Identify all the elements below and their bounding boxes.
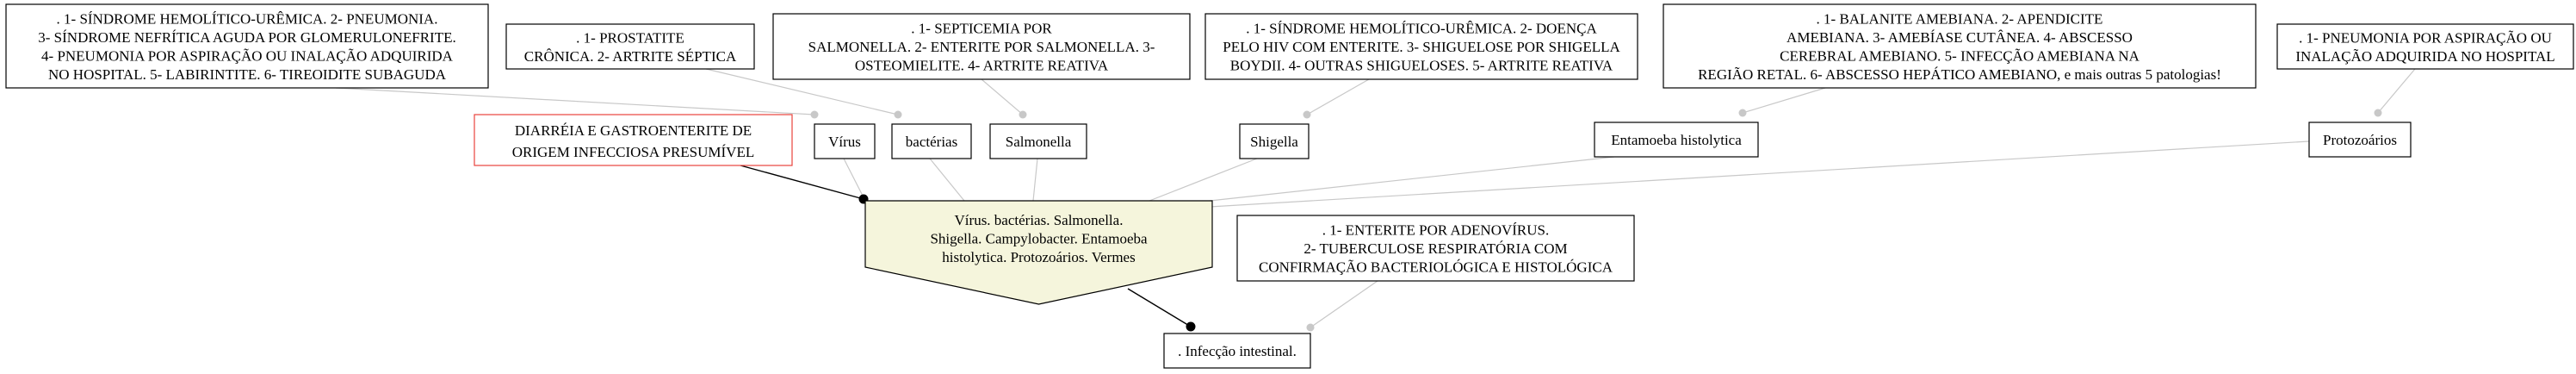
virus-notes-frame xyxy=(5,3,489,89)
central-node[interactable]: Vírus. bactérias. Salmonella. Shigella. C… xyxy=(864,200,1213,305)
central-to-outcome-connector-dot xyxy=(1186,321,1196,332)
edges-layer xyxy=(335,68,2416,332)
central-to-outcome-connector xyxy=(1127,288,1192,327)
outcome-notes[interactable]: . 1- ENTERITE POR ADENOVÍRUS.2- TUBERCUL… xyxy=(1236,215,1635,282)
entamoeba-notes-connector xyxy=(1742,87,1826,114)
shigella-to-central-connector xyxy=(1149,158,1258,202)
shigella-notes-line: PELO HIV COM ENTERITE. 3- SHIGUELOSE POR… xyxy=(1223,39,1620,55)
central-node-line: Shigella. Campylobacter. Entamoeba xyxy=(930,231,1148,247)
protozoarios-notes-line: INALAÇÃO ADQUIRIDA NO HOSPITAL xyxy=(2295,48,2554,65)
salmonella-notes-connector xyxy=(981,78,1024,115)
title-node-frame xyxy=(474,114,793,166)
bacterias-notes[interactable]: . 1- PROSTATITE CRÔNICA. 2- ARTRITE SÉPTI… xyxy=(505,23,755,70)
outcome-node-frame xyxy=(1163,333,1311,369)
entamoeba-notes-line: AMEBIANA. 3- AMEBÍASE CUTÂNEA. 4- ABSCES… xyxy=(1786,29,2133,46)
agent-bacterias[interactable]: bactérias xyxy=(891,123,972,159)
virus-notes-connector-dot xyxy=(810,110,819,119)
bacterias-notes-line: CRÔNICA. 2- ARTRITE SÉPTICA xyxy=(524,48,737,65)
central-node-line: histolytica. Protozoários. Vermes xyxy=(942,249,1135,265)
salmonella-notes-connector-dot xyxy=(1019,110,1027,119)
agent-salmonella-line: Salmonella xyxy=(1006,134,1072,150)
outcome-notes-frame xyxy=(1236,215,1635,282)
agent-protozoarios[interactable]: Protozoários xyxy=(2308,122,2412,158)
entamoeba-notes[interactable]: . 1- BALANITE AMEBIANA. 2- APENDICITE AME… xyxy=(1663,3,2257,89)
salmonella-notes-frame xyxy=(772,13,1191,80)
agent-entamoeba-frame xyxy=(1594,122,1759,158)
bacterias-notes-connector-dot xyxy=(894,110,902,119)
entamoeba-to-central-connector xyxy=(1209,156,1615,202)
agent-entamoeba[interactable]: Entamoeba histolytica xyxy=(1594,122,1759,158)
protozoarios-notes-line: . 1- PNEUMONIA POR ASPIRAÇÃO OU xyxy=(2299,29,2552,46)
agent-bacterias-frame xyxy=(891,123,972,159)
central-node-shape xyxy=(864,200,1213,305)
central-node-line: Vírus. bactérias. Salmonella. xyxy=(955,212,1124,228)
agent-shigella-line: Shigella xyxy=(1250,134,1298,150)
title-node-line: ORIGEM INFECCIOSA PRESUMÍVEL xyxy=(512,144,754,160)
salmonella-notes[interactable]: . 1- SEPTICEMIA POR SALMONELLA. 2- ENTERI… xyxy=(772,13,1191,80)
shigella-notes-connector xyxy=(1306,78,1370,115)
protozoarios-notes-connector-dot xyxy=(2374,109,2382,117)
virus-to-central-connector xyxy=(843,158,866,202)
title-node-line: DIARRÉIA E GASTROENTERITE DE xyxy=(515,122,752,139)
virus-notes-line: NO HOSPITAL. 5- LABIRINTITE. 6- TIREOIDI… xyxy=(48,66,447,83)
outcome-node[interactable]: . Infecção intestinal. xyxy=(1163,333,1311,369)
bacterias-to-central-connector xyxy=(929,158,965,202)
salmonella-notes-line: OSTEOMIELITE. 4- ARTRITE REATIVA xyxy=(855,58,1109,74)
entamoeba-notes-connector-dot xyxy=(1738,109,1747,117)
protozoarios-notes-frame xyxy=(2276,23,2574,70)
agent-bacterias-line: bactérias xyxy=(906,134,957,150)
virus-notes-connector xyxy=(335,87,815,115)
agent-protozoarios-line: Protozoários xyxy=(2323,132,2397,148)
salmonella-to-central-connector xyxy=(1032,158,1038,202)
outcome-notes-connector-dot xyxy=(1306,323,1315,332)
virus-notes[interactable]: . 1- SÍNDROME HEMOLÍTICO-URÊMICA. 2- PNE… xyxy=(5,3,489,89)
bacterias-notes-frame xyxy=(505,23,755,70)
agent-shigella-frame xyxy=(1239,123,1310,159)
salmonella-notes-line: SALMONELLA. 2- ENTERITE POR SALMONELLA. … xyxy=(808,39,1155,55)
agent-virus-line: Vírus xyxy=(828,134,861,150)
entamoeba-notes-line: . 1- BALANITE AMEBIANA. 2- APENDICITE xyxy=(1817,10,2103,27)
protozoarios-notes-connector xyxy=(2377,68,2416,114)
entamoeba-notes-line: REGIÃO RETAL. 6- ABSCESSO HEPÁTICO AMEBI… xyxy=(1698,66,2221,83)
virus-notes-line: 3- SÍNDROME NEFRÍTICA AGUDA POR GLOMERUL… xyxy=(38,29,455,46)
shigella-notes[interactable]: . 1- SÍNDROME HEMOLÍTICO-URÊMICA. 2- DOE… xyxy=(1204,13,1638,80)
virus-notes-line: 4- PNEUMONIA POR ASPIRAÇÃO OU INALAÇÃO A… xyxy=(41,47,454,64)
agent-virus[interactable]: Vírus xyxy=(814,123,876,159)
outcome-notes-connector xyxy=(1310,280,1378,328)
shigella-notes-frame xyxy=(1204,13,1638,80)
virus-notes-line: . 1- SÍNDROME HEMOLÍTICO-URÊMICA. 2- PNE… xyxy=(57,10,438,27)
shigella-notes-line: . 1- SÍNDROME HEMOLÍTICO-URÊMICA. 2- DOE… xyxy=(1246,21,1597,37)
outcome-node-line: . Infecção intestinal. xyxy=(1178,343,1297,359)
agent-protozoarios-frame xyxy=(2308,122,2412,158)
agent-entamoeba-line: Entamoeba histolytica xyxy=(1611,132,1742,148)
entamoeba-notes-line: CEREBRAL AMEBIANO. 5- INFECÇÃO AMEBIANA … xyxy=(1780,47,2140,64)
bacterias-notes-connector xyxy=(705,68,899,115)
bacterias-notes-line: . 1- PROSTATITE xyxy=(576,29,684,46)
title-to-central-connector xyxy=(740,165,864,200)
protozoarios-to-central-connector xyxy=(1209,140,2310,208)
nodes-layer: . 1- SÍNDROME HEMOLÍTICO-URÊMICA. 2- PNE… xyxy=(5,3,2574,369)
protozoarios-notes[interactable]: . 1- PNEUMONIA POR ASPIRAÇÃO OU INALAÇÃO … xyxy=(2276,23,2574,70)
shigella-notes-connector-dot xyxy=(1303,110,1311,119)
agent-salmonella-frame xyxy=(989,123,1087,159)
outcome-notes-line: . 1- ENTERITE POR ADENOVÍRUS. xyxy=(1322,222,1550,239)
shigella-notes-line: BOYDII. 4- OUTRAS SHIGUELOSES. 5- ARTRIT… xyxy=(1230,58,1613,74)
title-node[interactable]: DIARRÉIA E GASTROENTERITE DE ORIGEM INFEC… xyxy=(474,114,793,166)
agent-virus-frame xyxy=(814,123,876,159)
outcome-notes-line: CONFIRMAÇÃO BACTERIOLÓGICA E HISTOLÓGICA xyxy=(1259,259,1613,276)
entamoeba-notes-frame xyxy=(1663,3,2257,89)
agent-shigella[interactable]: Shigella xyxy=(1239,123,1310,159)
salmonella-notes-line: . 1- SEPTICEMIA POR xyxy=(911,21,1052,37)
agent-salmonella[interactable]: Salmonella xyxy=(989,123,1087,159)
outcome-notes-line: 2- TUBERCULOSE RESPIRATÓRIA COM xyxy=(1303,240,1567,257)
